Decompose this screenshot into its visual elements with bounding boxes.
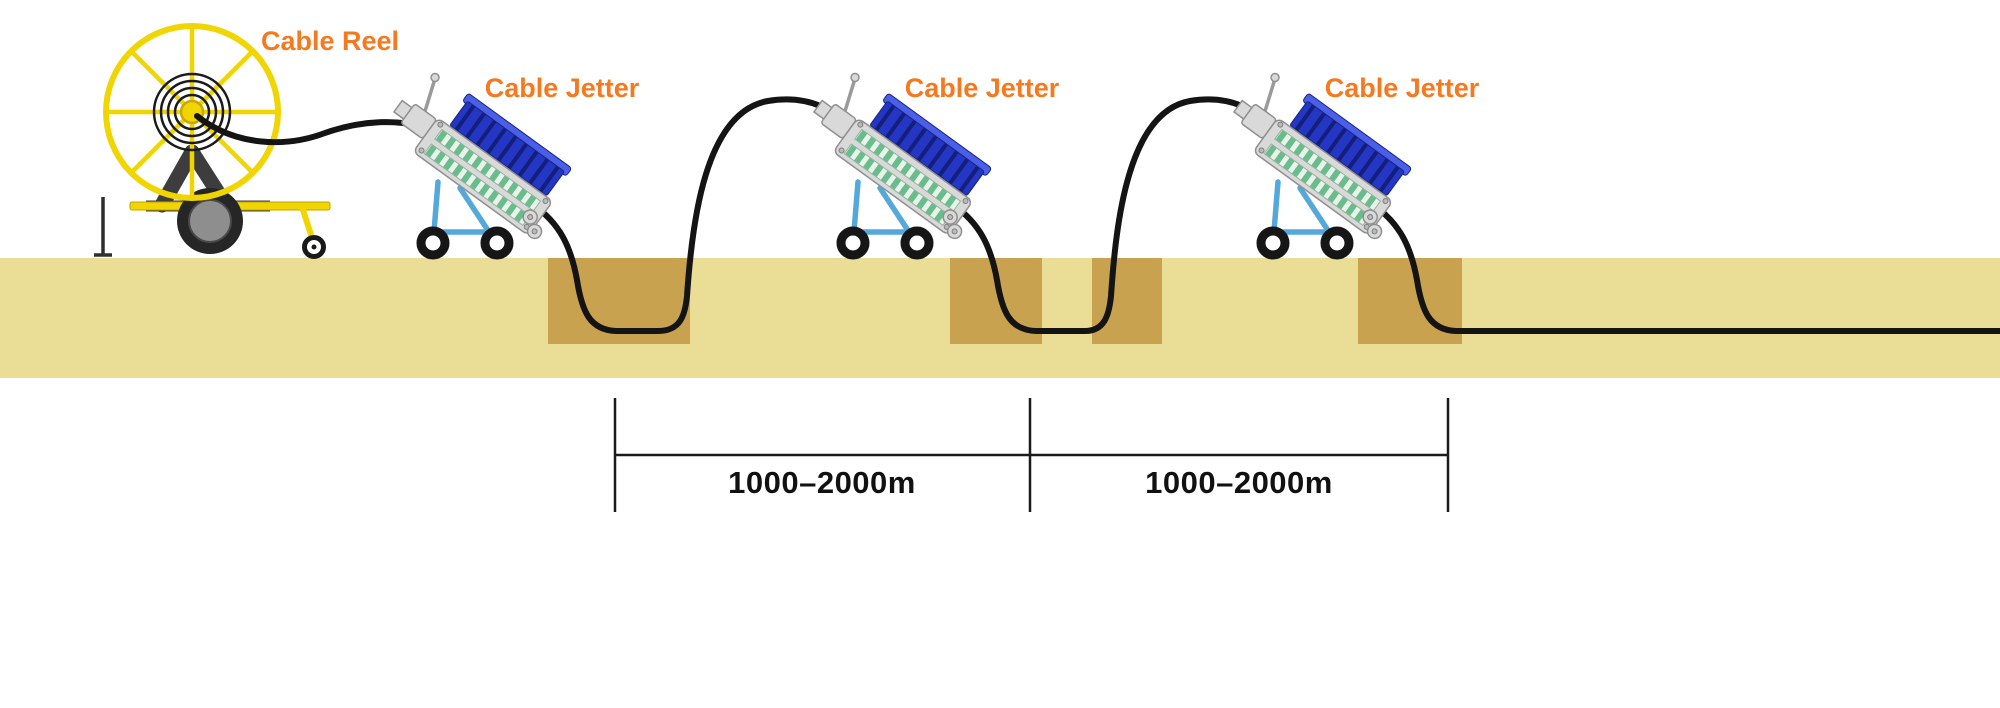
caster-hub [311, 244, 317, 250]
cable-jetter-2-label: Cable Jetter [904, 73, 1060, 103]
distance-label-2: 1000–2000m [1145, 465, 1333, 500]
cable-jetter-1-label: Cable Jetter [484, 73, 640, 103]
access-pit-3 [1092, 258, 1162, 344]
coil-ring [166, 86, 218, 138]
cable-jetter-3-label: Cable Jetter [1324, 73, 1480, 103]
reel-rim [103, 23, 281, 201]
coil-ring [173, 93, 211, 131]
coil-ring [159, 79, 225, 145]
trailer-rim [188, 199, 232, 243]
cable-reel [94, 23, 331, 259]
distance-label-1: 1000–2000m [728, 465, 916, 500]
cable-reel-label: Cable Reel [260, 26, 400, 56]
coil-ring [152, 72, 232, 152]
dimension-lines [613, 398, 1450, 512]
wound-cable-coil [152, 72, 232, 152]
